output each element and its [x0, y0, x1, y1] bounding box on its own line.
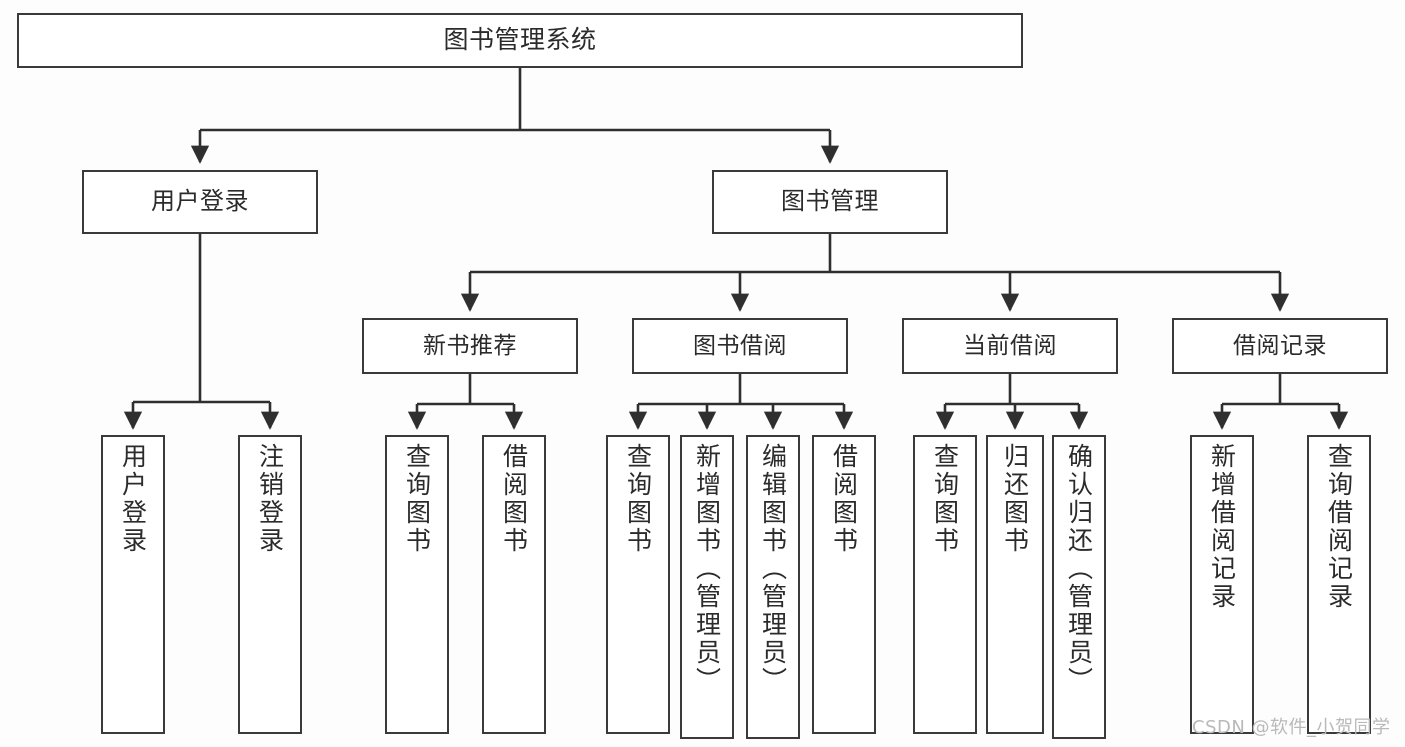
leaf-cur-return[interactable]: 归还图书	[986, 435, 1044, 734]
node-user-login[interactable]: 用户登录	[82, 170, 318, 234]
leaf-rec-borrow[interactable]: 借阅图书	[482, 435, 546, 734]
node-current-borrow[interactable]: 当前借阅	[902, 318, 1118, 374]
leaf-cur-query[interactable]: 查询图书	[913, 435, 977, 734]
leaf-cur-query-label: 查询图书	[930, 443, 960, 555]
leaf-rec-borrow-label: 借阅图书	[499, 443, 529, 555]
node-new-book-rec[interactable]: 新书推荐	[362, 318, 578, 374]
leaf-rec-add-label: 新增借阅记录	[1207, 443, 1237, 611]
leaf-borrow-edit[interactable]: 编辑图书（管理员）	[746, 435, 800, 739]
leaf-cur-confirm-label: 确认归还（管理员）	[1064, 443, 1094, 695]
leaf-borrow-do[interactable]: 借阅图书	[812, 435, 876, 734]
node-book-manage[interactable]: 图书管理	[712, 170, 948, 234]
leaf-user-logout[interactable]: 注销登录	[238, 435, 302, 734]
leaf-user-login-label: 用户登录	[118, 443, 148, 555]
leaf-user-login[interactable]: 用户登录	[101, 435, 165, 734]
leaf-borrow-query[interactable]: 查询图书	[606, 435, 670, 734]
node-new-book-rec-label: 新书推荐	[423, 332, 517, 359]
leaf-borrow-query-label: 查询图书	[623, 443, 653, 555]
node-book-manage-label: 图书管理	[781, 187, 879, 216]
leaf-cur-confirm[interactable]: 确认归还（管理员）	[1052, 435, 1106, 739]
leaf-rec-query[interactable]: 查询图书	[385, 435, 449, 734]
node-current-borrow-label: 当前借阅	[963, 332, 1057, 359]
node-book-borrow[interactable]: 图书借阅	[632, 318, 848, 374]
csdn-watermark: CSDN @软件_小贺同学	[1192, 717, 1391, 738]
leaf-rec-find[interactable]: 查询借阅记录	[1307, 435, 1371, 734]
node-borrow-record[interactable]: 借阅记录	[1172, 318, 1388, 374]
leaf-rec-query-label: 查询图书	[402, 443, 432, 555]
node-user-login-label: 用户登录	[151, 187, 249, 216]
node-book-borrow-label: 图书借阅	[693, 332, 787, 359]
leaf-borrow-edit-label: 编辑图书（管理员）	[758, 443, 788, 695]
node-root-label: 图书管理系统	[443, 25, 597, 55]
node-borrow-record-label: 借阅记录	[1233, 332, 1327, 359]
leaf-cur-return-label: 归还图书	[1000, 443, 1030, 555]
leaf-borrow-do-label: 借阅图书	[829, 443, 859, 555]
node-root[interactable]: 图书管理系统	[17, 13, 1023, 68]
leaf-borrow-add[interactable]: 新增图书（管理员）	[680, 435, 734, 739]
leaf-borrow-add-label: 新增图书（管理员）	[692, 443, 722, 695]
leaf-rec-find-label: 查询借阅记录	[1324, 443, 1354, 611]
leaf-rec-add[interactable]: 新增借阅记录	[1190, 435, 1254, 734]
leaf-user-logout-label: 注销登录	[255, 443, 285, 555]
